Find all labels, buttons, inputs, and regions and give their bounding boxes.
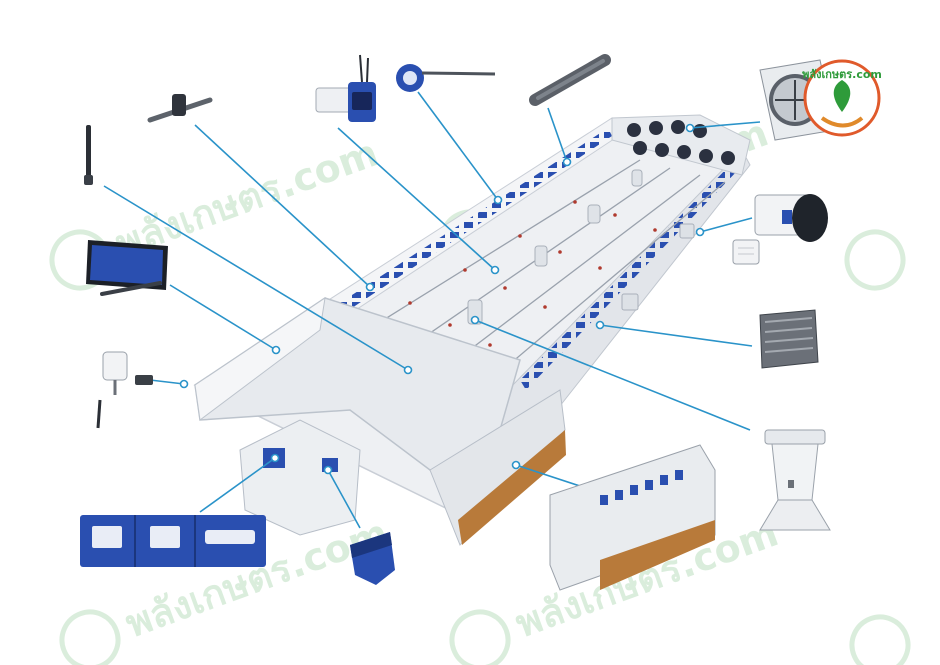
sensor-module-icon — [315, 54, 376, 122]
weather-station-icon — [96, 351, 153, 429]
wall-inlet-icon — [732, 239, 760, 265]
cooling-pad-icon — [549, 444, 716, 591]
end-wall-fans — [627, 120, 735, 165]
heater-icon — [529, 54, 611, 106]
circulation-fan-icon — [754, 194, 828, 242]
near-wall-windows — [520, 160, 740, 390]
callout-lines — [103, 91, 761, 529]
logo-badge: พลังเกษตร.com — [802, 59, 882, 137]
watermark-3 — [844, 229, 906, 291]
gable-roof-left — [194, 296, 326, 421]
antenna-icon — [84, 125, 93, 185]
light-trap-icon — [759, 309, 819, 369]
light-trap-hood-icon — [350, 532, 395, 585]
logo-text: พลังเกษตร.com — [802, 68, 882, 81]
actuator-icon — [396, 64, 496, 92]
nozzle-icon — [147, 94, 213, 123]
chimney-icon — [759, 429, 831, 531]
house-end-wall — [611, 114, 751, 176]
cooling-pad — [458, 430, 566, 545]
watermark-6 — [849, 614, 911, 665]
house-side-inlet — [679, 223, 695, 239]
hand-icon — [820, 116, 864, 128]
control-panel-icon — [80, 515, 266, 567]
touch-display-icon — [86, 240, 168, 296]
leaf-icon — [833, 80, 851, 112]
house-side-inlet — [621, 293, 639, 311]
